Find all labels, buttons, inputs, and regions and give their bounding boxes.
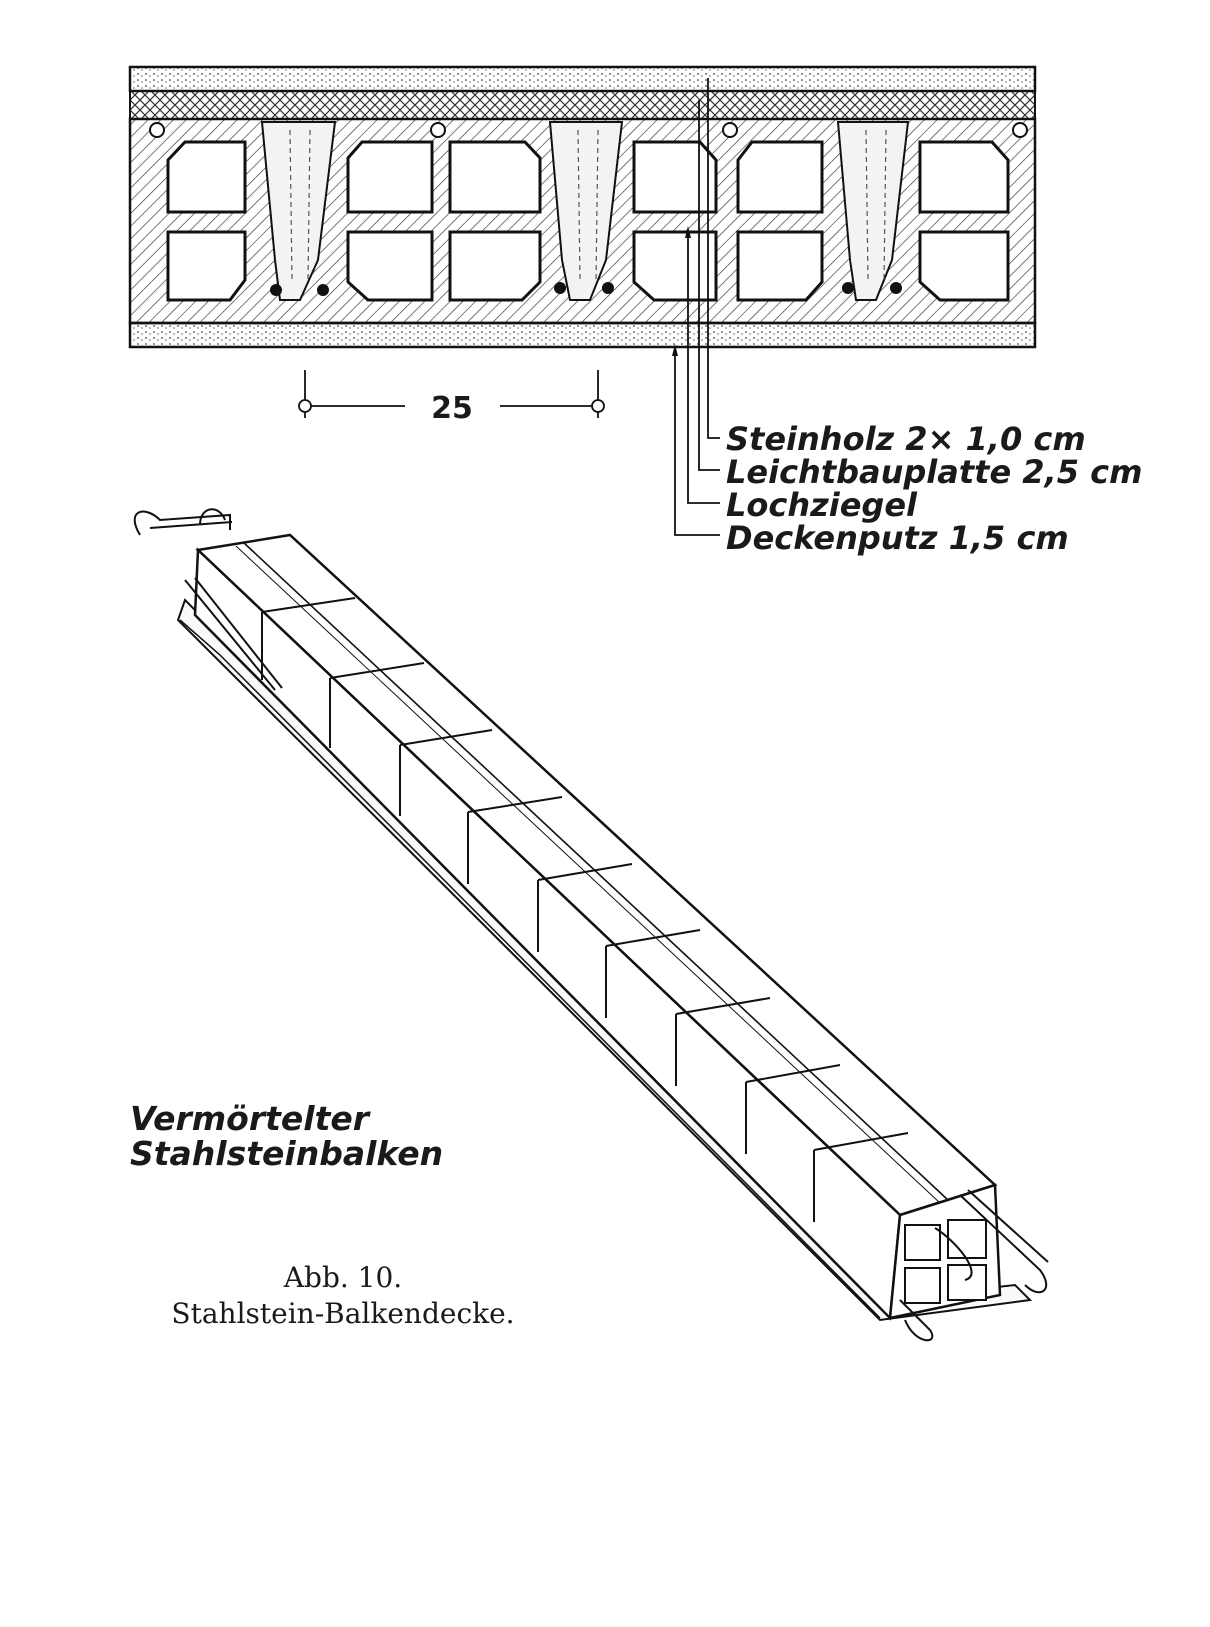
steel-brick-beam-drawing: Vermörtelter Stahlsteinbalken <box>130 508 1049 1342</box>
rebar-dots <box>270 282 902 296</box>
deckenputz-layer <box>128 321 1037 349</box>
figure-number: Abb. 10. <box>283 1261 402 1294</box>
steinholz-layer <box>128 65 1037 93</box>
beam-label-line2: Stahlsteinbalken <box>130 1134 443 1173</box>
dimension-marker <box>298 370 605 418</box>
mortar-ribs <box>260 121 910 301</box>
top-wire-hooks <box>149 122 1028 138</box>
layer-label-lochziegel: Lochziegel <box>726 486 918 524</box>
tile-voids <box>166 140 1010 302</box>
leichtbauplatte-layer <box>129 90 1036 120</box>
layer-label-deckenputz: Deckenputz 1,5 cm <box>726 519 1069 557</box>
layer-label-leichtbauplatte: Leichtbauplatte 2,5 cm <box>726 453 1142 491</box>
beam-label-line1: Vermörtelter <box>130 1099 371 1138</box>
leader-lines <box>674 78 720 536</box>
layer-label-steinholz: Steinholz 2× 1,0 cm <box>726 420 1086 458</box>
figure-title: Stahlstein-Balkendecke. <box>171 1297 514 1330</box>
dimension-label: 25 <box>431 391 473 426</box>
slab-cross-section: 25 Steinholz 2× 1,0 cm Leichtbauplatte 2… <box>128 65 1142 557</box>
